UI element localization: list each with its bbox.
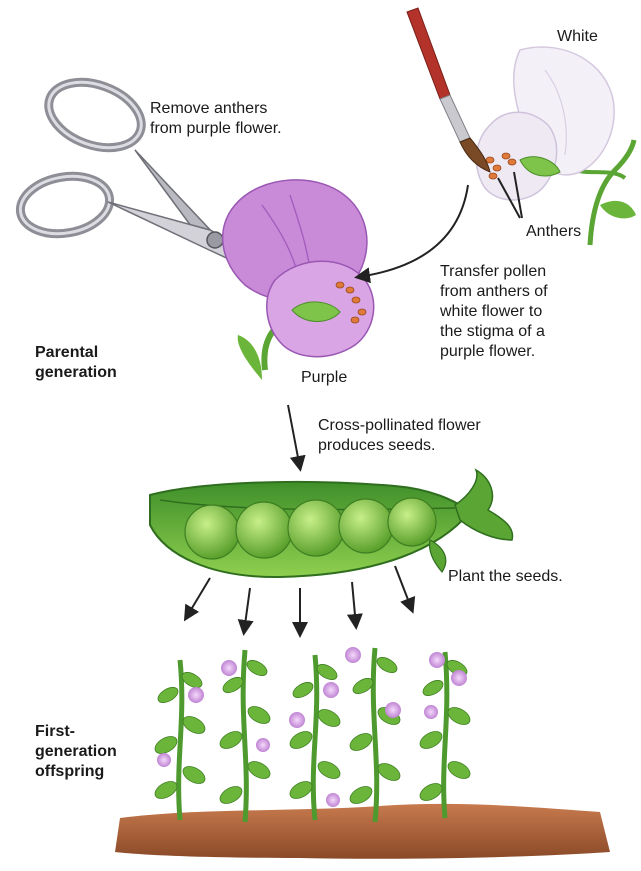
pea: [236, 502, 292, 558]
anthers-label: Anthers: [526, 222, 581, 242]
pea-plant: [287, 655, 343, 820]
pea-plants-illustration: [152, 647, 473, 822]
seed-arrow: [244, 588, 250, 632]
white-flower-label: White: [557, 27, 598, 47]
cross-pollinated-label: Cross-pollinated flower produces seeds.: [318, 416, 578, 456]
pea-plant: [152, 660, 208, 820]
plant-seeds-label: Plant the seeds.: [448, 567, 563, 587]
transfer-pollen-label: Transfer pollen from anthers of white fl…: [440, 262, 630, 362]
parental-generation-label: Parental generation: [35, 343, 155, 383]
pea: [388, 498, 436, 546]
first-generation-label: First- generation offspring: [35, 722, 145, 782]
pea-plant: [345, 647, 403, 822]
pea-plant: [217, 650, 273, 822]
paintbrush-illustration: [407, 8, 490, 172]
white-flower-illustration: [476, 47, 636, 245]
soil: [115, 804, 610, 859]
pea-pod-illustration: [150, 470, 513, 577]
purple-flower-label: Purple: [301, 368, 347, 388]
seed-arrow: [395, 566, 412, 610]
pea: [185, 505, 239, 559]
purple-flower-illustration: [223, 180, 374, 380]
seed-arrow: [352, 582, 356, 626]
remove-anthers-label: Remove anthers from purple flower.: [150, 99, 370, 139]
pea-plant: [417, 652, 473, 818]
seed-arrow: [186, 578, 210, 618]
cross-arrow: [288, 405, 300, 468]
pea: [288, 500, 344, 556]
pea: [339, 499, 393, 553]
